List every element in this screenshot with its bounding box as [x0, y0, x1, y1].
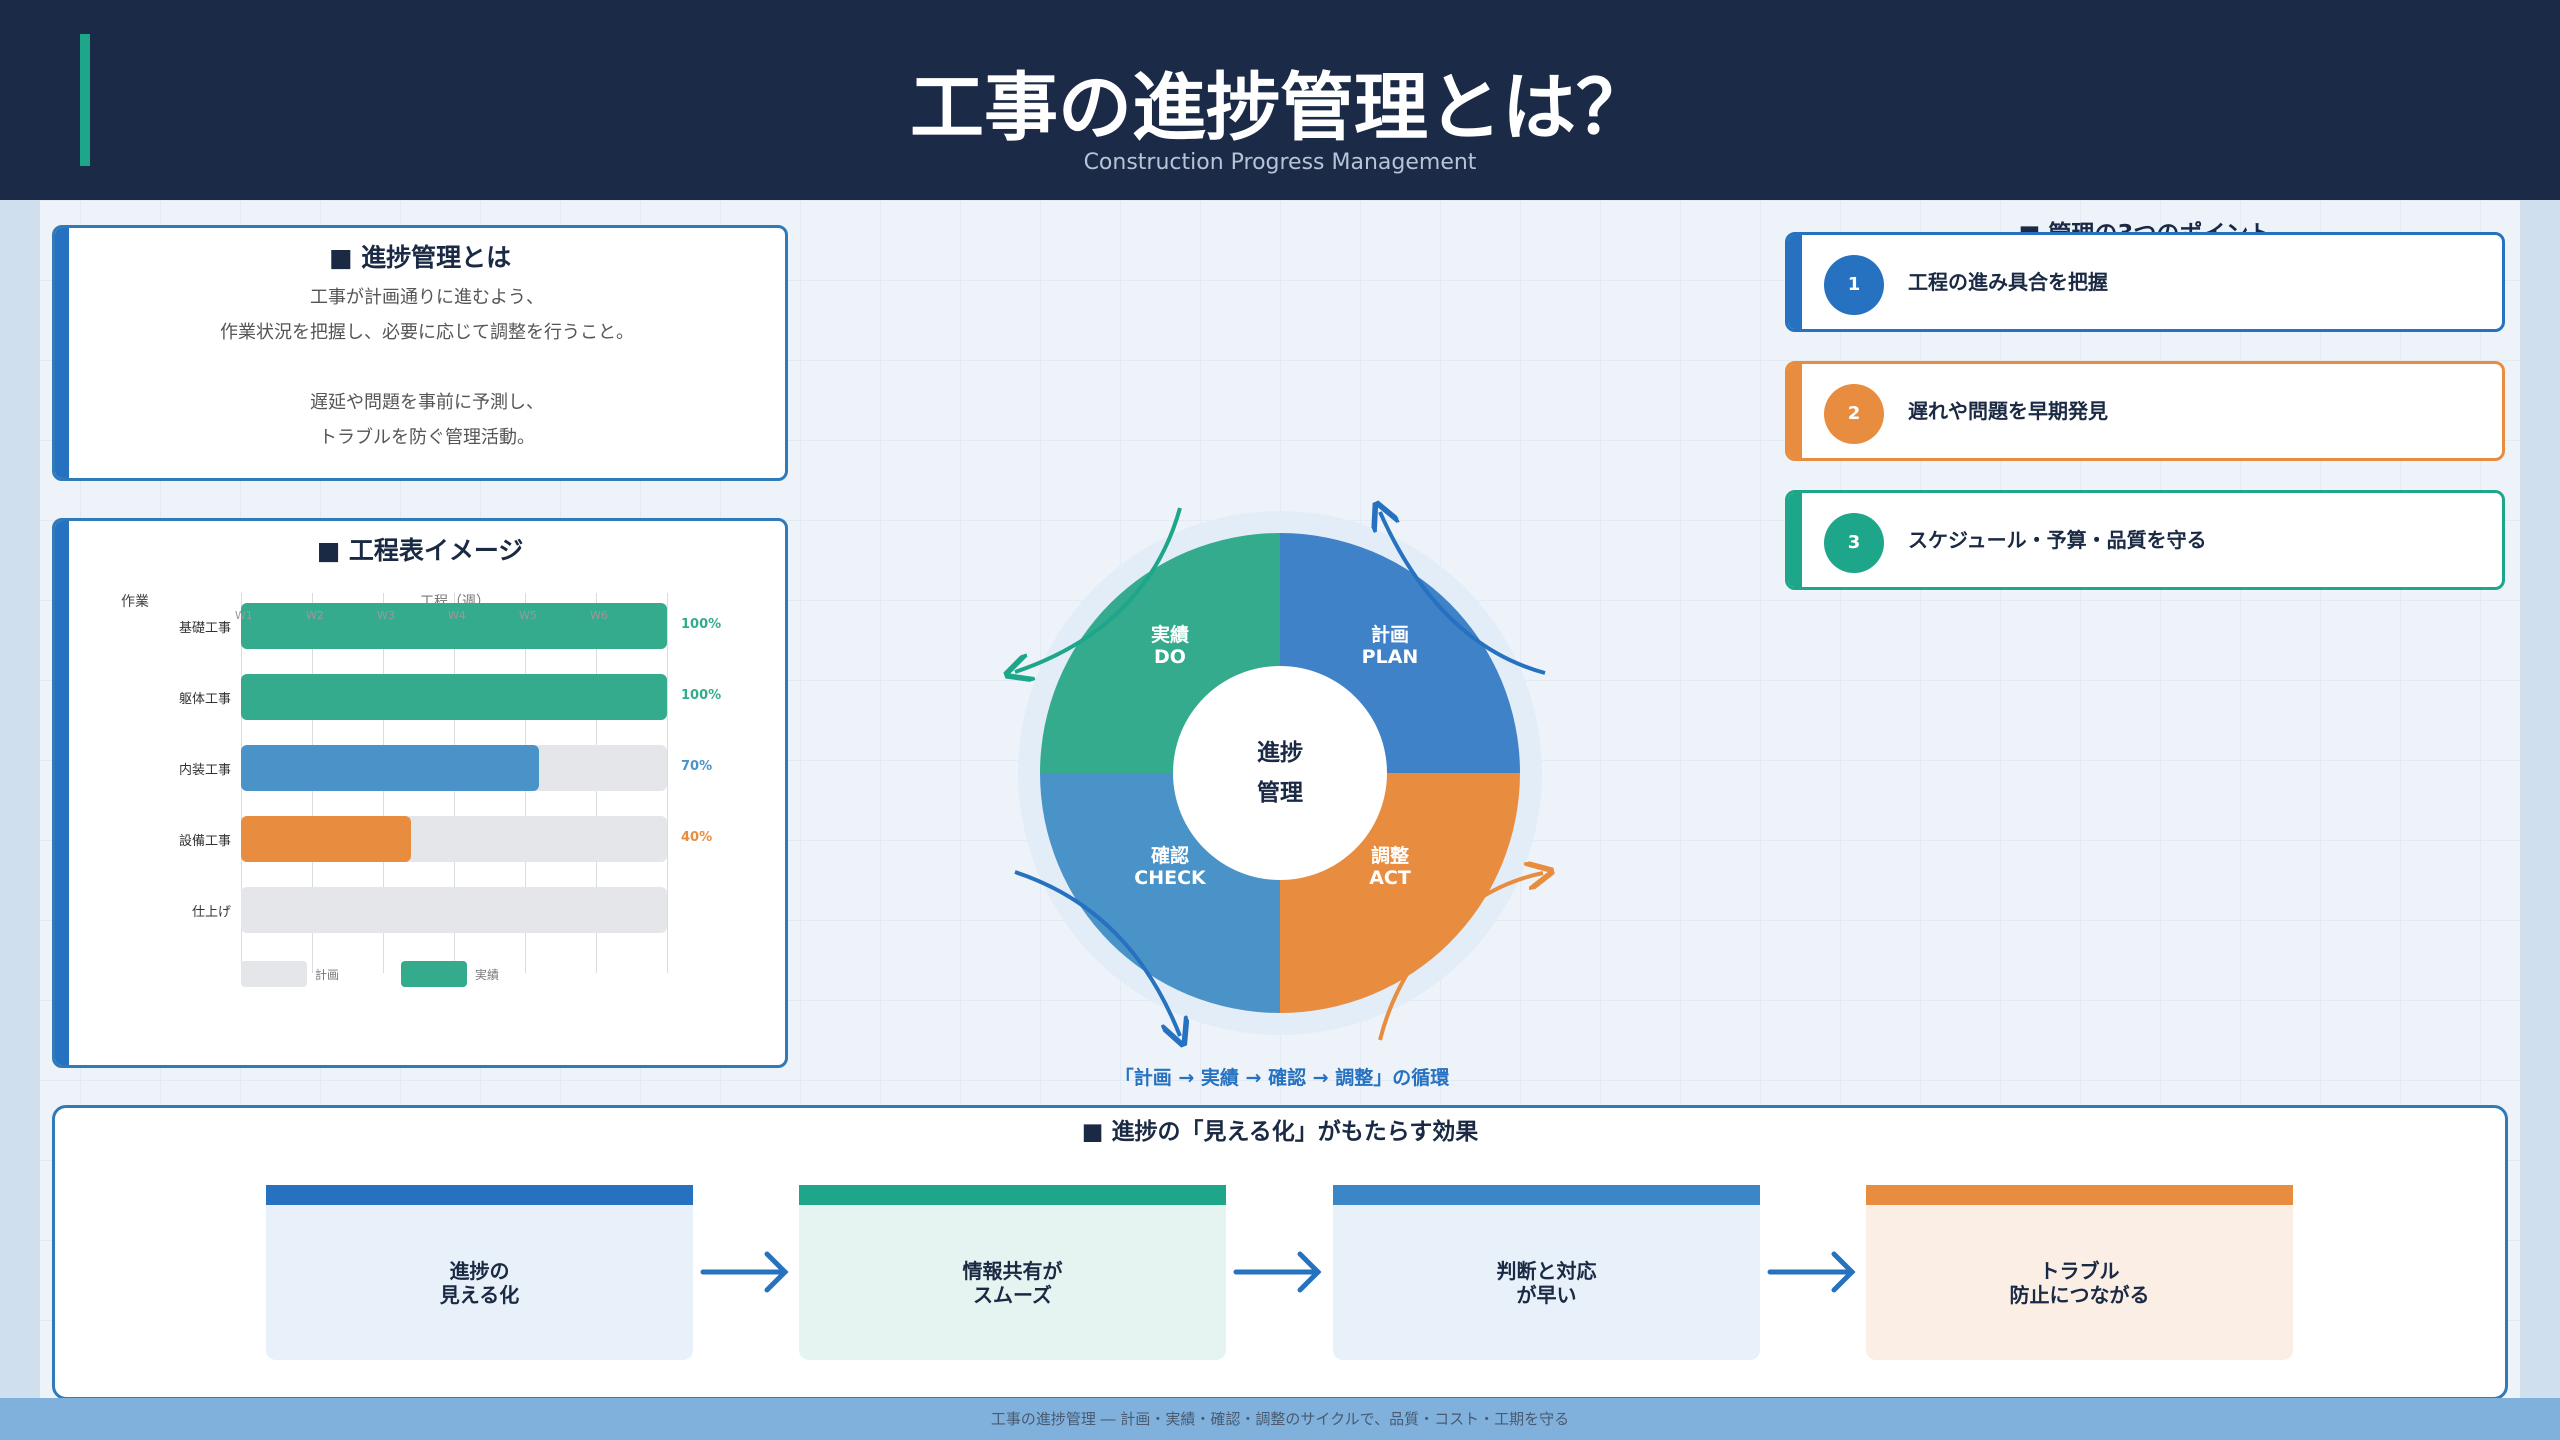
effect-bar — [1866, 1185, 2293, 1205]
header-accent-bar — [80, 34, 90, 166]
gantt-progress-bar — [241, 816, 412, 862]
legend-actual-swatch — [401, 961, 467, 987]
gantt-track — [241, 674, 667, 720]
effect-text: トラブル 防止につながる — [2009, 1258, 2150, 1307]
gantt-track — [241, 887, 667, 933]
gantt-row-label: 躯体工事 — [178, 692, 231, 707]
gantt-track — [241, 603, 667, 649]
point-item-3: 3 スケジュール・予算・品質を守る — [1785, 490, 2505, 590]
point-bar — [1788, 235, 1802, 329]
gantt-percent-label: 100% — [681, 617, 722, 632]
gantt-row-label: 内装工事 — [178, 763, 231, 778]
effect-box-3: 判断と対応 が早い — [1333, 1185, 1760, 1360]
footer-caption: 工事の進捗管理 ― 計画・実績・確認・調整のサイクルで、品質・コスト・工期を守る — [0, 1398, 2560, 1440]
point-bar — [1788, 493, 1802, 587]
gantt-percent-label: 70% — [681, 759, 713, 774]
point-text: 工程の進み具合を把握 — [1908, 270, 2108, 294]
gantt-gridline — [667, 593, 668, 973]
gantt-progress-bar — [241, 603, 667, 649]
right-side-band — [2520, 200, 2560, 1400]
point-item-1: 1 工程の進み具合を把握 — [1785, 232, 2505, 332]
week-label: W3 — [377, 609, 395, 622]
point-text: スケジュール・予算・品質を守る — [1908, 528, 2207, 552]
point-number-badge: 2 — [1824, 384, 1884, 444]
definition-panel: ■ 進捗管理とは 工事が計画通りに進むよう、 作業状況を把握し、必要に応じて調整… — [52, 225, 788, 481]
gantt-row-label: 仕上げ — [191, 905, 231, 920]
point-item-2: 2 遅れや問題を早期発見 — [1785, 361, 2505, 461]
point-number-badge: 1 — [1824, 255, 1884, 315]
page-subtitle: Construction Progress Management — [1083, 150, 1477, 175]
point-number-badge: 3 — [1824, 513, 1884, 573]
effect-bar — [799, 1185, 1226, 1205]
week-label: W1 — [235, 609, 253, 622]
gantt-progress-bar — [241, 745, 540, 791]
gantt-percent-label: 100% — [681, 688, 722, 703]
schedule-title: ■ 工程表イメージ — [316, 536, 524, 565]
week-label: W6 — [590, 609, 608, 622]
definition-line: 遅延や問題を事前に予測し、 — [310, 392, 544, 413]
left-side-band — [0, 200, 40, 1400]
gantt-row-label: 設備工事 — [178, 834, 231, 849]
definition-line — [69, 350, 785, 385]
effect-bar — [266, 1185, 693, 1205]
gantt-track — [241, 745, 667, 791]
legend-plan-label: 計画 — [315, 968, 340, 982]
definition-line: トラブルを防ぐ管理活動。 — [319, 427, 535, 448]
effect-text: 情報共有が スムーズ — [962, 1258, 1063, 1307]
point-text: 遅れや問題を早期発見 — [1908, 399, 2108, 423]
gantt-progress-bar — [241, 674, 667, 720]
definition-title: ■ 進捗管理とは — [328, 243, 512, 272]
week-label: W5 — [519, 609, 537, 622]
legend-plan-swatch — [241, 961, 307, 987]
header: 工事の進捗管理とは？ Construction Progress Managem… — [0, 0, 2560, 200]
effect-text: 進捗の 見える化 — [439, 1258, 520, 1307]
week-label: W2 — [306, 609, 324, 622]
schedule-panel-bar — [55, 521, 69, 1065]
effect-box-1: 進捗の 見える化 — [266, 1185, 693, 1360]
definition-panel-bar — [55, 228, 69, 478]
legend-actual-label: 実績 — [475, 968, 500, 982]
effect-box-2: 情報共有が スムーズ — [799, 1185, 1226, 1360]
effects-title: ■ 進捗の「見える化」がもたらす効果 — [1081, 1119, 1479, 1145]
gantt-row-label: 基礎工事 — [178, 621, 231, 636]
effect-bar — [1333, 1185, 1760, 1205]
task-header: 作業 — [121, 594, 149, 610]
point-bar — [1788, 364, 1802, 458]
gantt-percent-label: 40% — [681, 830, 713, 845]
definition-line: 作業状況を把握し、必要に応じて調整を行うこと。 — [220, 322, 634, 343]
definition-line: 工事が計画通りに進むよう、 — [310, 287, 544, 308]
effect-text: 判断と対応 が早い — [1496, 1258, 1597, 1307]
definition-text: 工事が計画通りに進むよう、 作業状況を把握し、必要に応じて調整を行うこと。 遅延… — [69, 280, 785, 455]
week-label: W4 — [448, 609, 466, 622]
page-title: 工事の進捗管理とは？ — [910, 65, 1650, 151]
gantt-track — [241, 816, 667, 862]
effect-box-4: トラブル 防止につながる — [1866, 1185, 2293, 1360]
